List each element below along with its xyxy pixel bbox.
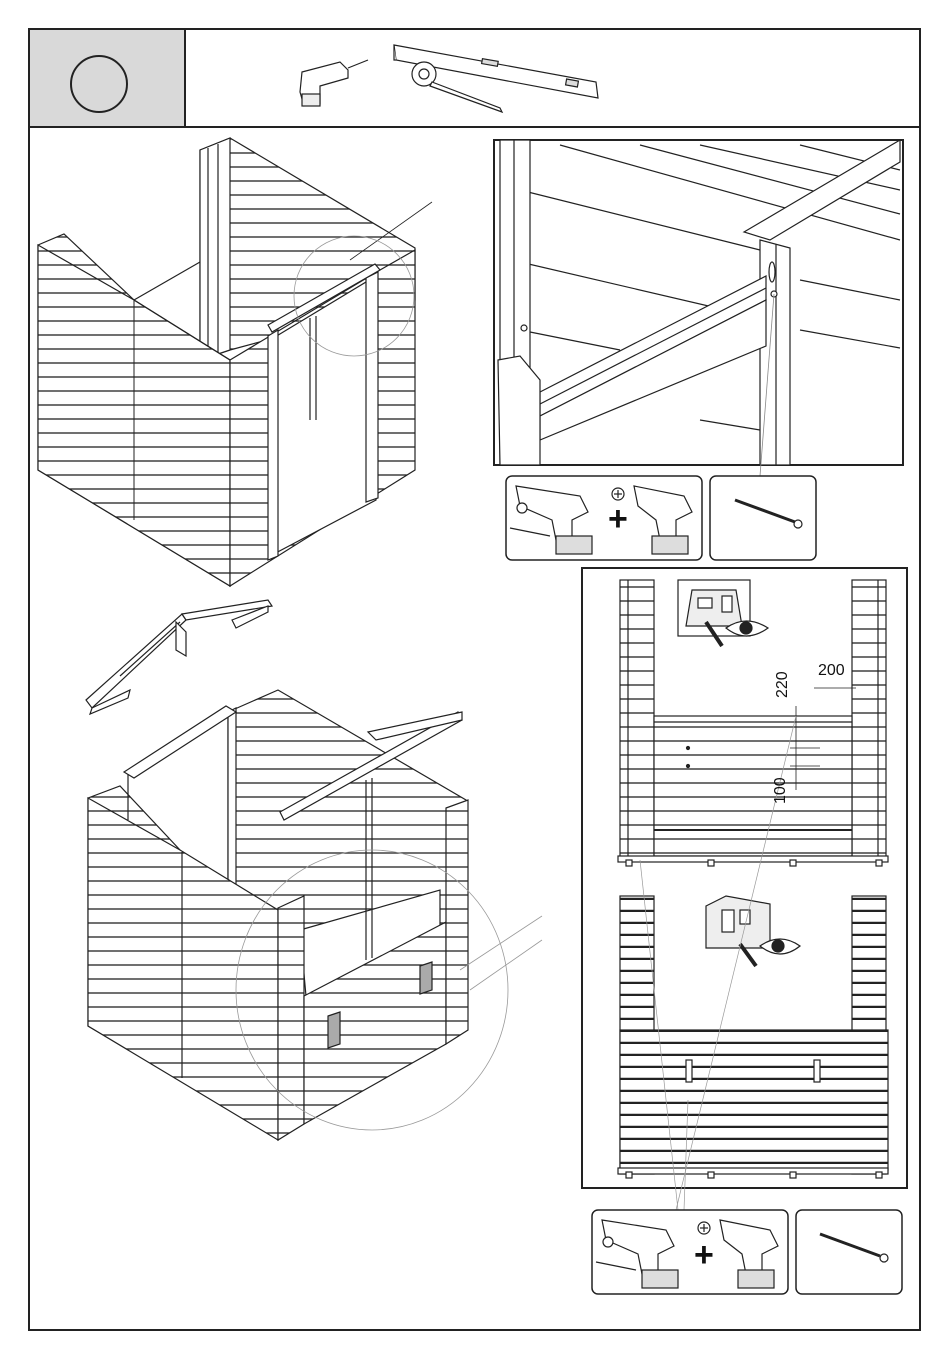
screw-panel-top [710,476,816,560]
dimension-horizontal-top: 200 [818,662,845,680]
plus-sign: + [608,500,628,538]
dimension-vertical-top: 220 [774,671,792,698]
plus-sign: + [694,1236,714,1274]
power-drill-icon [300,60,368,106]
roof-gable-piece [86,600,272,714]
shed-walls-isometric [38,138,432,586]
screw-panel-bottom [796,1210,902,1294]
dimension-vertical-lower: 100 [772,777,790,804]
shed-with-gable-isometric [88,690,542,1140]
